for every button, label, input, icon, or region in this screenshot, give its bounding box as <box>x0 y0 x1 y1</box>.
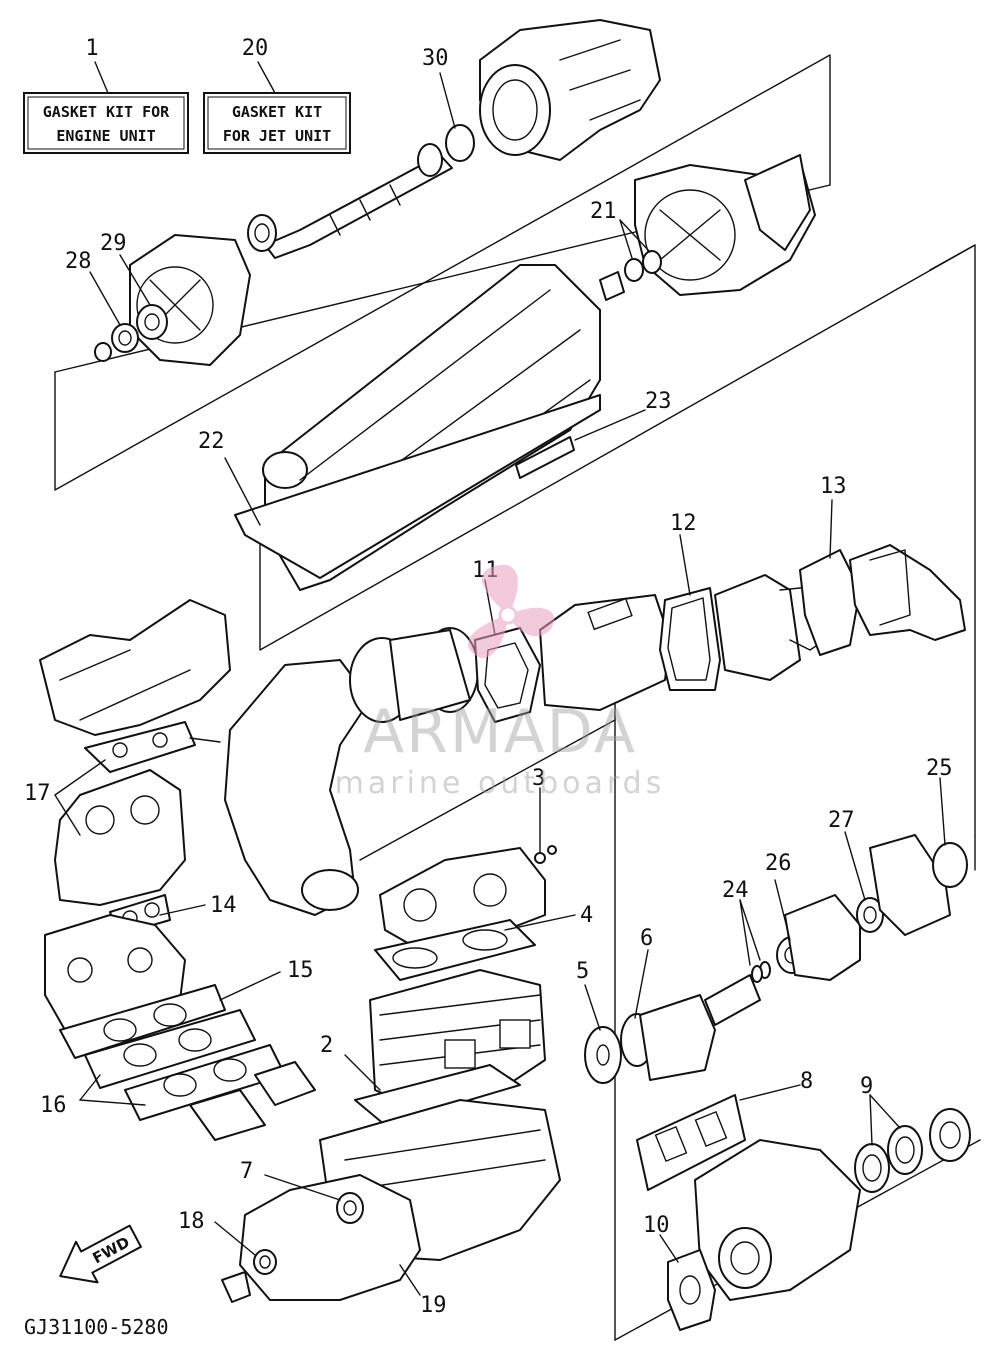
callout-2: 2 <box>320 1033 333 1058</box>
callout-numbers: 2 3 4 5 6 7 8 9 10 11 12 13 14 15 16 17 … <box>24 46 953 1318</box>
watermark-tagline: marine outboards <box>335 766 666 801</box>
diagram-code: GJ31100-5280 <box>24 1315 169 1339</box>
bearing-housing <box>784 894 861 981</box>
callout-26: 26 <box>765 851 792 876</box>
callout-12: 12 <box>670 511 697 536</box>
callout-16: 16 <box>40 1093 67 1118</box>
callout-13: 13 <box>820 474 847 499</box>
muffler-yamaha <box>539 594 671 711</box>
head-gasket-4 <box>374 919 536 981</box>
callout-27: 27 <box>828 808 855 833</box>
exhaust-pipe-elbow <box>224 659 371 916</box>
flywheel-cover <box>239 1174 421 1301</box>
exhaust-manifold-lower <box>694 1139 861 1301</box>
gasket-8 <box>636 1094 746 1191</box>
gasket-12 <box>659 587 721 691</box>
callout-20: 20 <box>242 36 269 61</box>
gasket-16a <box>84 1009 256 1089</box>
leader-lines <box>54 72 946 1296</box>
callout-19: 19 <box>420 1293 447 1318</box>
intake-duct <box>234 264 601 591</box>
propeller-logo-icon <box>468 564 555 658</box>
callout-4: 4 <box>580 903 593 928</box>
callout-10: 10 <box>643 1213 670 1238</box>
callout-17: 17 <box>24 781 51 806</box>
callout-21: 21 <box>590 199 617 224</box>
oil-seal-7 <box>336 1192 364 1224</box>
kit-box-engine-line2: ENGINE UNIT <box>56 127 155 145</box>
seal-28 <box>111 323 139 353</box>
base-gasket-2 <box>354 1064 521 1126</box>
callout-14: 14 <box>210 893 237 918</box>
bearing-29 <box>136 304 168 340</box>
callout-29: 29 <box>100 231 127 256</box>
callout-23: 23 <box>645 389 672 414</box>
exhaust-outlet-elbow <box>849 544 966 641</box>
watermark-brand: ARMADA <box>363 697 637 767</box>
jet-pump-housing-upper <box>479 19 661 161</box>
coupling-5 <box>584 1026 622 1084</box>
kit-box-engine-line1: GASKET KIT FOR <box>43 103 170 121</box>
callout-24: 24 <box>722 878 749 903</box>
callout-15: 15 <box>287 958 314 983</box>
washer-28 <box>94 342 112 362</box>
drive-shaft-housing <box>639 974 761 1081</box>
callout-25: 25 <box>926 756 953 781</box>
kit-box-jet: 20 GASKET KIT FOR JET UNIT <box>203 36 351 154</box>
o-ring-30 <box>445 124 475 162</box>
callout-3: 3 <box>532 766 545 791</box>
callout-9: 9 <box>860 1074 873 1099</box>
o-ring-3 <box>534 845 557 864</box>
callout-28: 28 <box>65 249 92 274</box>
kit-box-jet-line1: GASKET KIT <box>232 103 322 121</box>
gasket-10 <box>667 1249 716 1331</box>
bearing-29-left <box>247 214 277 252</box>
gasket-15 <box>59 984 226 1059</box>
o-ring-24 <box>751 961 771 983</box>
jet-pump-housing-left <box>129 234 251 366</box>
cap-25 <box>932 842 968 888</box>
exhaust-joint <box>349 627 479 723</box>
flange-end <box>929 1108 971 1162</box>
callout-18: 18 <box>178 1209 205 1234</box>
fwd-arrow: FWD <box>59 1224 142 1284</box>
gasket-17 <box>84 721 221 773</box>
kit-box-engine: 1 GASKET KIT FOR ENGINE UNIT <box>23 36 189 154</box>
watermark: ARMADA marine outboards <box>335 564 666 801</box>
seal-21 <box>599 250 662 301</box>
impeller-housing <box>634 154 816 296</box>
gasket-13 <box>799 549 861 656</box>
callout-1: 1 <box>85 36 98 61</box>
callout-30: 30 <box>422 46 449 71</box>
callout-7: 7 <box>240 1159 253 1184</box>
exhaust-manifold <box>54 769 186 906</box>
callout-8: 8 <box>800 1069 813 1094</box>
rubber-strip-23 <box>515 436 575 479</box>
reed-valve <box>189 1061 316 1141</box>
callout-22: 22 <box>198 429 225 454</box>
drive-shaft <box>264 143 453 259</box>
small-fitting <box>221 1271 251 1303</box>
gasket-9 <box>854 1125 923 1193</box>
callout-6: 6 <box>640 926 653 951</box>
exhaust-manifold-cover <box>39 599 231 736</box>
bearing-cover <box>869 834 951 936</box>
seal-18 <box>253 1249 277 1275</box>
kit-box-jet-line2: FOR JET UNIT <box>223 127 331 145</box>
seal-27 <box>856 897 884 933</box>
callout-5: 5 <box>576 959 589 984</box>
